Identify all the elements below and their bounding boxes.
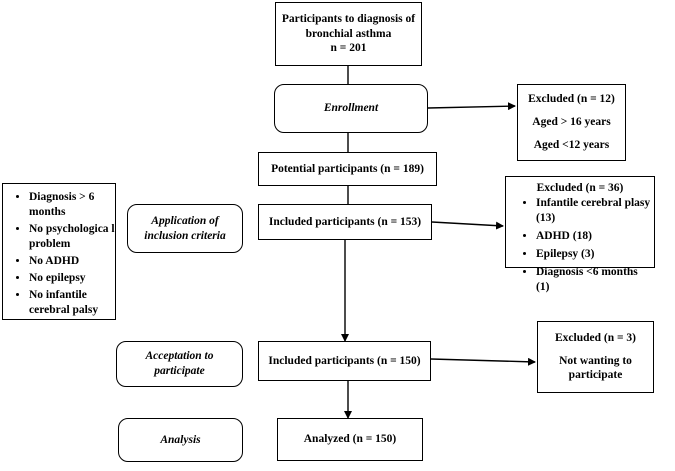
included-participants-box-1: Included participants (n = 153) xyxy=(258,204,432,240)
excluded-box-3: Excluded (n = 3) Not wanting to particip… xyxy=(537,321,654,393)
initial-participants-box: Participants to diagnosis of bronchial a… xyxy=(275,2,422,66)
application-line2: inclusion criteria xyxy=(144,229,226,242)
included-participants-box-2: Included participants (n = 150) xyxy=(258,341,431,381)
excluded2-item: Diagnosis <6 months (1) xyxy=(536,265,654,295)
arrow-enrollment-to-excluded1 xyxy=(427,102,516,111)
application-criteria-stage-box: Application of inclusion criteria xyxy=(127,204,243,253)
inclusion-criteria-list: Diagnosis > 6 months No psychologica l p… xyxy=(3,190,115,318)
initial-line2: bronchial asthma xyxy=(305,27,392,40)
enrollment-stage-box: Enrollment xyxy=(274,84,428,133)
included2-label: Included participants (n = 150) xyxy=(268,354,421,367)
acceptation-line1: Acceptation to xyxy=(145,350,214,363)
potential-participants-box: Potential participants (n = 189) xyxy=(258,152,437,186)
inclusion-criteria-list-box: Diagnosis > 6 months No psychologica l p… xyxy=(2,183,116,320)
excluded1-item: Aged > 16 years xyxy=(532,116,611,129)
analysis-stage-box: Analysis xyxy=(118,418,243,462)
included1-label: Included participants (n = 153) xyxy=(268,215,422,228)
excluded1-item: Aged <12 years xyxy=(533,138,610,151)
acceptation-line2: participate xyxy=(154,365,205,377)
arrow-included1-to-excluded2 xyxy=(431,221,504,230)
potential-participants-label: Potential participants (n = 189) xyxy=(271,162,424,175)
analyzed-label: Analyzed (n = 150) xyxy=(303,433,397,446)
excluded2-item: Infantile cerebral plasy (13) xyxy=(536,196,654,226)
excluded1-title: Excluded (n = 12) xyxy=(528,93,615,106)
excluded3-title: Excluded (n = 3) xyxy=(555,331,636,344)
initial-line1: Participants to diagnosis of xyxy=(281,12,416,25)
excluded3-line2: participate xyxy=(568,369,623,382)
criteria-item: No infantile cerebral palsy xyxy=(29,288,115,318)
application-line1: Application of xyxy=(151,214,219,227)
excluded3-line1: Not wanting to xyxy=(559,354,632,367)
excluded2-list: Infantile cerebral plasy (13) ADHD (18) … xyxy=(506,196,654,295)
excluded2-item: ADHD (18) xyxy=(536,229,654,244)
criteria-item: No ADHD xyxy=(29,254,115,269)
excluded2-item: Epilepsy (3) xyxy=(536,247,654,262)
enrollment-label: Enrollment xyxy=(323,102,379,115)
initial-count: n = 201 xyxy=(330,42,367,55)
arrow-included2-to-excluded3 xyxy=(430,357,536,366)
excluded2-title: Excluded (n = 36) xyxy=(536,182,624,194)
analysis-label: Analysis xyxy=(160,433,201,446)
acceptation-stage-box: Acceptation to participate xyxy=(116,341,243,387)
excluded-box-1: Excluded (n = 12) Aged > 16 years Aged <… xyxy=(517,84,626,161)
excluded-box-2: Excluded (n = 36) Infantile cerebral pla… xyxy=(505,176,655,293)
criteria-item: No psychologica l problem xyxy=(29,222,115,252)
criteria-item: Diagnosis > 6 months xyxy=(29,190,115,220)
criteria-item: No epilepsy xyxy=(29,271,115,286)
analyzed-box: Analyzed (n = 150) xyxy=(277,418,423,461)
